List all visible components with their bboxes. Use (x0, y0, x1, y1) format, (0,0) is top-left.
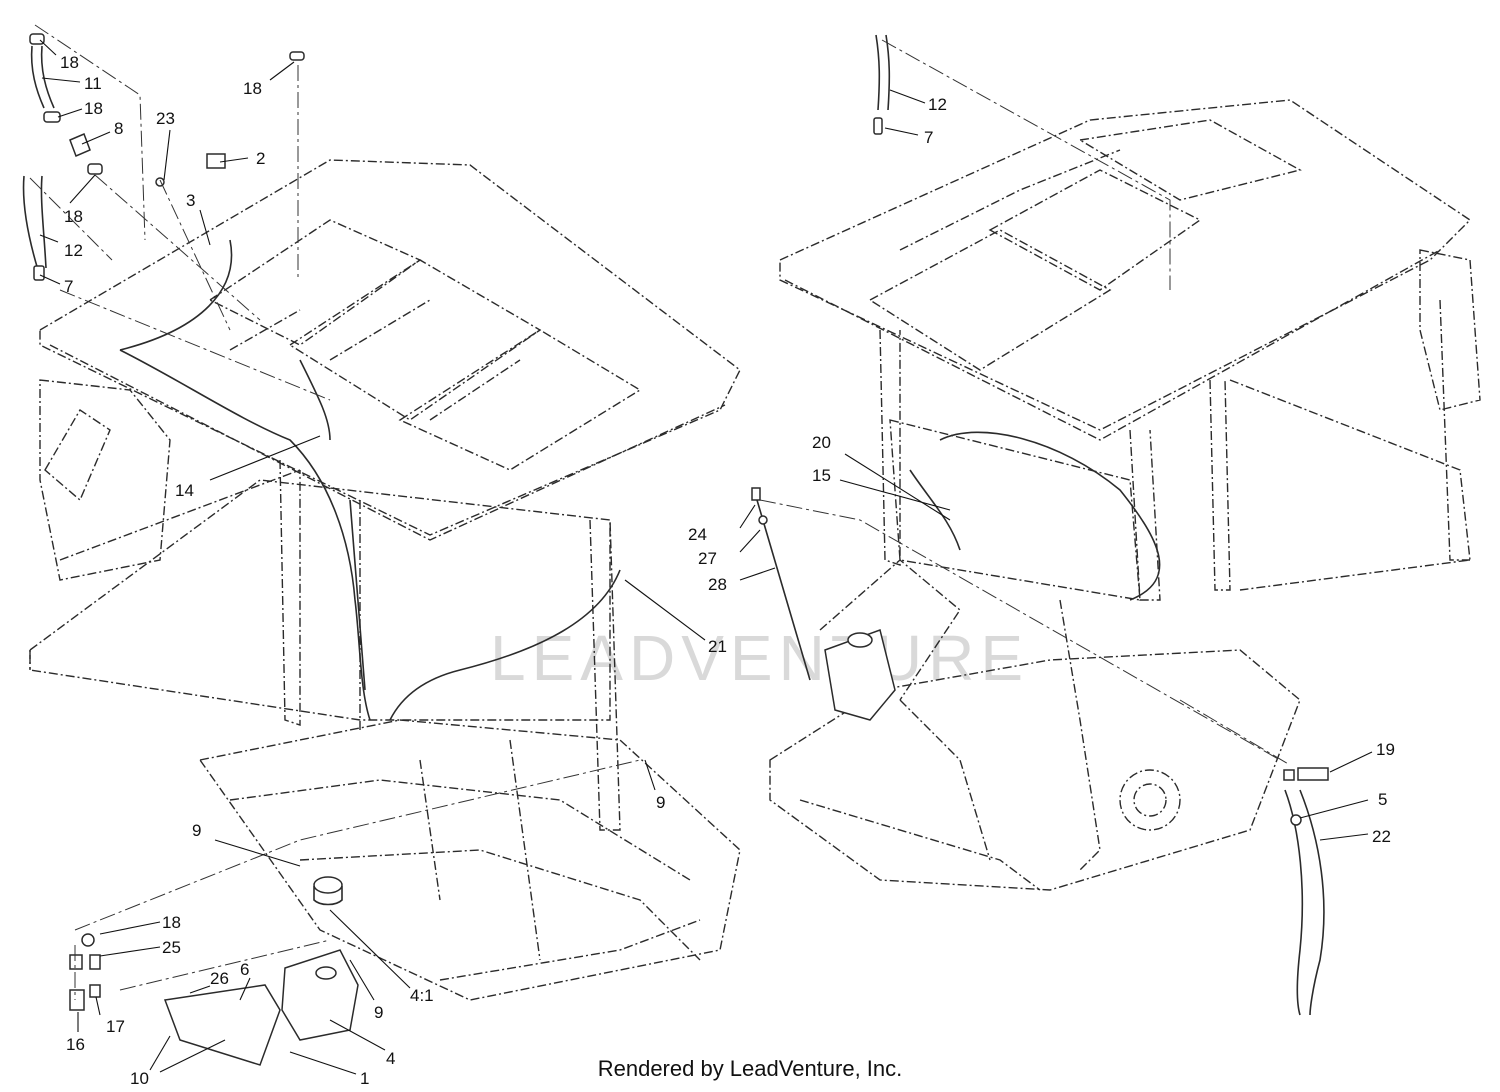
callout-c21: 16 (66, 1035, 85, 1054)
callout-c22: 4:1 (410, 986, 434, 1005)
callout-c18: 26 (210, 969, 229, 988)
callout-c9: 23 (156, 109, 175, 128)
callout-c28: 7 (924, 128, 933, 147)
leader-lines (39, 39, 1373, 1075)
callout-c25: 10 (130, 1069, 149, 1088)
callout-c31: 24 (688, 525, 707, 544)
callout-c4: 8 (114, 119, 123, 138)
callout-labels: 18 11 18 8 18 12 7 18 23 2 3 14 21 9 9 1… (60, 53, 1395, 1088)
callout-c23: 9 (374, 1003, 383, 1022)
callout-c19: 6 (240, 960, 249, 979)
callout-c24: 4 (386, 1049, 395, 1068)
callout-c33: 28 (708, 575, 727, 594)
callout-c11: 3 (186, 191, 195, 210)
callout-c34: 19 (1376, 740, 1395, 759)
callout-c7: 7 (64, 277, 73, 296)
callout-c2: 11 (84, 74, 102, 93)
right-centerlines (759, 39, 1291, 766)
callout-c3: 18 (84, 99, 103, 118)
callout-c29: 20 (812, 433, 831, 452)
callout-c16: 18 (162, 913, 181, 932)
footer-credit: Rendered by LeadVenture, Inc. (597, 1056, 903, 1081)
callout-c35: 5 (1378, 790, 1387, 809)
callout-c36: 22 (1372, 827, 1391, 846)
callout-c10: 2 (256, 149, 265, 168)
right-frame-assembly (751, 34, 1481, 1016)
callout-c27: 12 (928, 95, 947, 114)
callout-c5: 18 (64, 207, 83, 226)
callout-c26: 1 (360, 1069, 369, 1088)
watermark-text: LEADVENTURE (490, 622, 1029, 694)
left-frame-assembly (22, 33, 741, 1066)
callout-c32: 27 (698, 549, 717, 568)
callout-c13: 21 (708, 637, 727, 656)
callout-c1: 18 (60, 53, 79, 72)
callout-c30: 15 (812, 466, 831, 485)
callout-c14: 9 (656, 793, 665, 812)
callout-c6: 12 (64, 241, 83, 260)
callout-c15: 9 (192, 821, 201, 840)
callout-c8: 18 (243, 79, 262, 98)
callout-c17: 25 (162, 938, 181, 957)
callout-c20: 17 (106, 1017, 125, 1036)
callout-c12: 14 (175, 481, 194, 500)
left-centerlines (29, 24, 641, 1000)
